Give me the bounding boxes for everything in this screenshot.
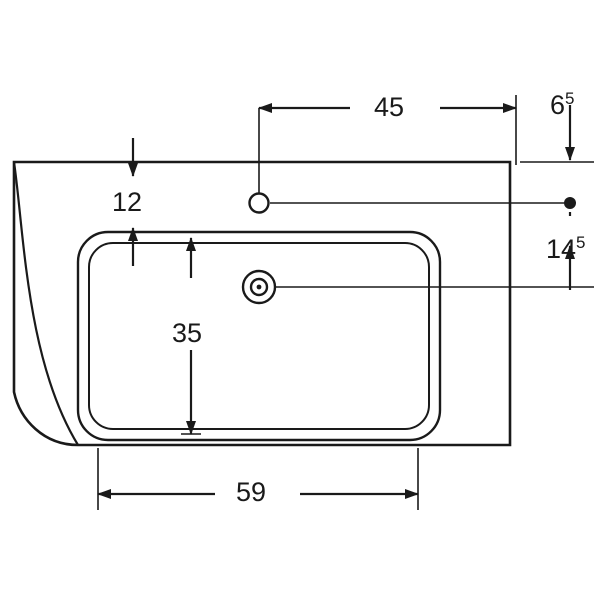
basin-outline [12, 160, 512, 447]
dimension-45 [258, 95, 517, 193]
dimension-label-59: 59 [236, 477, 267, 507]
dimension-label-14-5-value: 14 [546, 234, 577, 264]
dimension-label-35: 35 [172, 318, 203, 348]
dimension-label-6-5-value: 6 [550, 90, 566, 120]
right-reference-dot [564, 197, 576, 209]
dimension-35 [181, 237, 201, 435]
dimension-59 [97, 448, 419, 510]
dimension-14-5 [270, 202, 594, 290]
overflow-hole [241, 269, 277, 305]
tap-hole [248, 192, 270, 214]
basin-bowl [76, 230, 442, 442]
dimension-label-12: 12 [112, 187, 143, 217]
dimension-label-14-5: 145 [546, 234, 586, 263]
dimension-label-45: 45 [374, 92, 405, 122]
dimension-6-5 [520, 105, 594, 163]
dimension-label-6-5-sup: 5 [565, 89, 575, 108]
dimension-label-6-5: 65 [550, 90, 575, 119]
dimension-label-14-5-sup: 5 [576, 233, 586, 252]
